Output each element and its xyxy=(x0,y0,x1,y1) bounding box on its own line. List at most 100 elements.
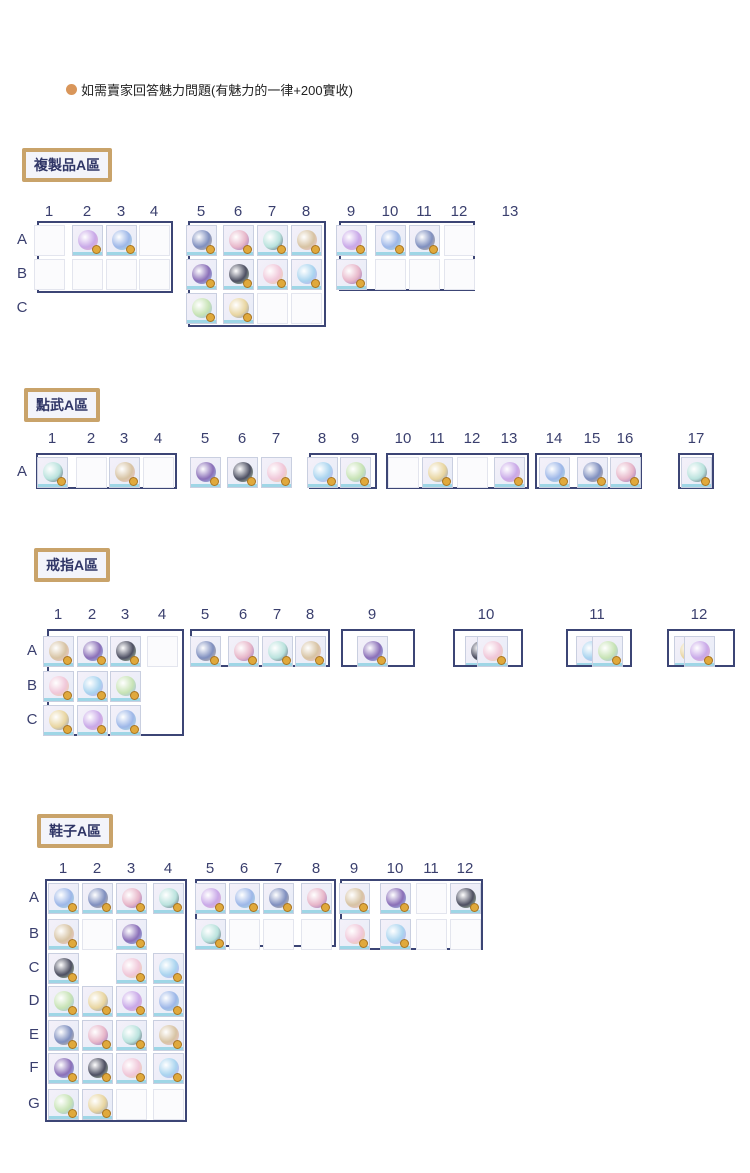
shoe-icon xyxy=(122,1058,142,1078)
staff-icon xyxy=(500,462,520,482)
item-slot[interactable] xyxy=(422,457,453,488)
item-slot[interactable] xyxy=(48,919,79,950)
item-slot[interactable] xyxy=(82,1089,113,1120)
item-slot[interactable] xyxy=(684,636,715,667)
item-group-frame xyxy=(340,879,483,950)
boot-icon xyxy=(235,888,255,908)
item-slot[interactable] xyxy=(77,705,108,736)
item-slot[interactable] xyxy=(336,259,367,290)
item-slot[interactable] xyxy=(195,883,226,914)
ring-icon xyxy=(83,710,103,730)
item-slot[interactable] xyxy=(43,671,74,702)
column-number: 7 xyxy=(271,430,281,447)
section-title-4: 鞋子A區 xyxy=(37,814,114,848)
item-slot[interactable] xyxy=(153,953,184,984)
item-slot[interactable] xyxy=(307,457,338,488)
item-slot[interactable] xyxy=(681,457,712,488)
item-slot[interactable] xyxy=(263,883,294,914)
item-slot[interactable] xyxy=(110,705,141,736)
item-slot[interactable] xyxy=(295,636,326,667)
slot-bar xyxy=(229,663,258,666)
item-slot[interactable] xyxy=(257,259,288,290)
item-slot[interactable] xyxy=(110,671,141,702)
item-slot[interactable] xyxy=(336,225,367,256)
item-slot[interactable] xyxy=(340,457,371,488)
item-slot[interactable] xyxy=(339,883,370,914)
item-slot[interactable] xyxy=(291,225,322,256)
item-slot[interactable] xyxy=(190,457,221,488)
item-slot[interactable] xyxy=(227,457,258,488)
item-slot[interactable] xyxy=(37,457,68,488)
item-slot[interactable] xyxy=(82,1053,113,1084)
item-slot[interactable] xyxy=(153,986,184,1017)
item-slot[interactable] xyxy=(82,1020,113,1051)
item-slot[interactable] xyxy=(48,986,79,1017)
item-slot[interactable] xyxy=(262,636,293,667)
item-slot[interactable] xyxy=(48,1053,79,1084)
item-slot[interactable] xyxy=(539,457,570,488)
item-slot[interactable] xyxy=(257,225,288,256)
item-slot[interactable] xyxy=(409,225,440,256)
item-slot[interactable] xyxy=(375,225,406,256)
item-slot[interactable] xyxy=(186,293,217,324)
slot-bar xyxy=(83,1013,112,1016)
item-slot[interactable] xyxy=(77,636,108,667)
item-slot[interactable] xyxy=(450,883,481,914)
item-slot[interactable] xyxy=(229,883,260,914)
coin-badge-icon xyxy=(311,245,320,254)
item-slot[interactable] xyxy=(380,883,411,914)
item-slot[interactable] xyxy=(110,636,141,667)
item-slot[interactable] xyxy=(610,457,641,488)
item-slot[interactable] xyxy=(48,953,79,984)
item-slot[interactable] xyxy=(72,225,103,256)
slot-bar xyxy=(117,1047,146,1050)
item-slot[interactable] xyxy=(190,636,221,667)
item-slot[interactable] xyxy=(48,1089,79,1120)
item-slot[interactable] xyxy=(223,259,254,290)
item-slot[interactable] xyxy=(186,259,217,290)
slot-bar xyxy=(337,252,366,255)
item-slot[interactable] xyxy=(339,919,370,950)
ring-icon xyxy=(116,676,136,696)
item-slot[interactable] xyxy=(48,883,79,914)
item-slot[interactable] xyxy=(43,636,74,667)
item-slot[interactable] xyxy=(291,259,322,290)
item-slot[interactable] xyxy=(494,457,525,488)
ring-icon xyxy=(49,641,69,661)
coin-badge-icon xyxy=(102,1109,111,1118)
item-slot[interactable] xyxy=(116,1020,147,1051)
item-slot[interactable] xyxy=(223,293,254,324)
item-slot[interactable] xyxy=(77,671,108,702)
item-slot[interactable] xyxy=(223,225,254,256)
column-number: 10 xyxy=(386,860,404,877)
ring-icon xyxy=(49,710,69,730)
item-slot[interactable] xyxy=(261,457,292,488)
item-slot[interactable] xyxy=(116,919,147,950)
slot-bar xyxy=(340,910,369,913)
item-slot[interactable] xyxy=(82,986,113,1017)
item-slot[interactable] xyxy=(116,883,147,914)
item-slot[interactable] xyxy=(357,636,388,667)
column-number: 5 xyxy=(205,860,215,877)
item-slot[interactable] xyxy=(116,1053,147,1084)
item-slot[interactable] xyxy=(380,919,411,950)
item-slot[interactable] xyxy=(106,225,137,256)
item-slot[interactable] xyxy=(116,986,147,1017)
item-slot[interactable] xyxy=(48,1020,79,1051)
item-slot[interactable] xyxy=(592,636,624,667)
item-slot[interactable] xyxy=(228,636,259,667)
item-slot[interactable] xyxy=(301,883,332,914)
item-slot[interactable] xyxy=(186,225,217,256)
item-slot[interactable] xyxy=(82,883,113,914)
coin-badge-icon xyxy=(102,1040,111,1049)
item-slot[interactable] xyxy=(577,457,608,488)
coin-badge-icon xyxy=(395,245,404,254)
item-slot[interactable] xyxy=(43,705,74,736)
item-slot[interactable] xyxy=(195,919,226,950)
item-slot[interactable] xyxy=(153,1053,184,1084)
item-slot[interactable] xyxy=(153,883,184,914)
item-slot[interactable] xyxy=(109,457,140,488)
item-slot[interactable] xyxy=(153,1020,184,1051)
item-slot[interactable] xyxy=(116,953,147,984)
item-slot[interactable] xyxy=(476,636,508,667)
